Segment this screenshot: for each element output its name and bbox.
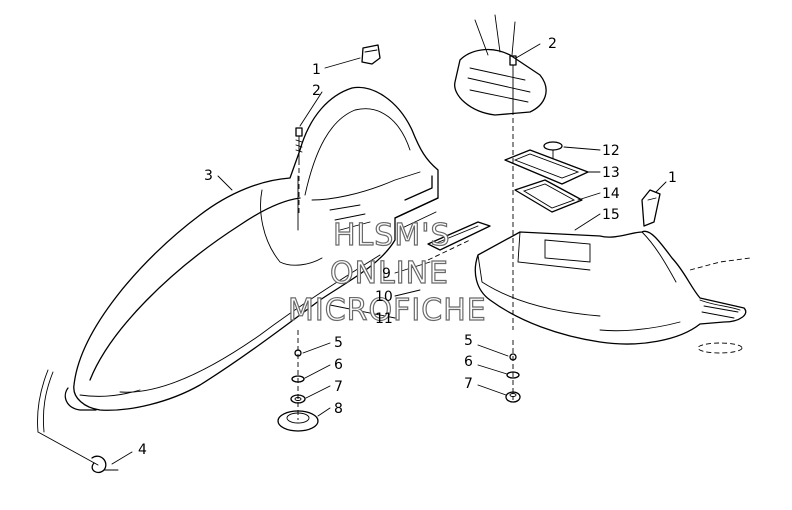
callout-2-right: 2 bbox=[548, 36, 557, 52]
callout-6-left: 6 bbox=[334, 357, 343, 373]
callout-9: 9 bbox=[382, 266, 391, 282]
part-1-left-cap bbox=[324, 44, 381, 69]
callout-13: 13 bbox=[602, 165, 620, 181]
callout-1-right: 1 bbox=[668, 170, 677, 186]
left-fastener-stack bbox=[277, 330, 331, 432]
part-1-right-cap bbox=[641, 181, 667, 227]
part-2-left-screw bbox=[295, 91, 323, 215]
watermark-line-2: ONLINE bbox=[330, 256, 449, 291]
leader-3 bbox=[217, 175, 233, 191]
callout-15: 15 bbox=[602, 207, 620, 223]
callout-3: 3 bbox=[204, 168, 213, 184]
upper-right-bracket bbox=[454, 14, 547, 330]
callout-7-right: 7 bbox=[464, 376, 473, 392]
right-tray bbox=[474, 213, 751, 354]
callout-11: 11 bbox=[375, 311, 393, 327]
callout-2-left: 2 bbox=[312, 83, 321, 99]
callout-12: 12 bbox=[602, 143, 620, 159]
callout-1-left: 1 bbox=[312, 62, 321, 78]
callout-labels: 1 2 3 4 5 6 7 8 9 10 11 2 12 13 14 15 1 … bbox=[138, 36, 677, 458]
right-plate-parts bbox=[504, 141, 601, 213]
callout-14: 14 bbox=[602, 186, 620, 202]
watermark: HLSM'S ONLINE MICROFICHE bbox=[287, 217, 487, 328]
watermark-line-3: MICROFICHE bbox=[288, 293, 487, 328]
part-4-cable-clip bbox=[37, 369, 133, 474]
callout-5-left: 5 bbox=[334, 335, 343, 351]
callout-8: 8 bbox=[334, 401, 343, 417]
watermark-line-1: HLSM'S bbox=[333, 218, 451, 253]
right-fastener-stack bbox=[477, 340, 521, 403]
callout-6-right: 6 bbox=[464, 354, 473, 370]
callout-4: 4 bbox=[138, 442, 147, 458]
seal-strips bbox=[329, 221, 491, 319]
callout-10: 10 bbox=[375, 289, 393, 305]
callout-7-left: 7 bbox=[334, 379, 343, 395]
seat-shell bbox=[64, 86, 439, 411]
callout-5-right: 5 bbox=[464, 333, 473, 349]
